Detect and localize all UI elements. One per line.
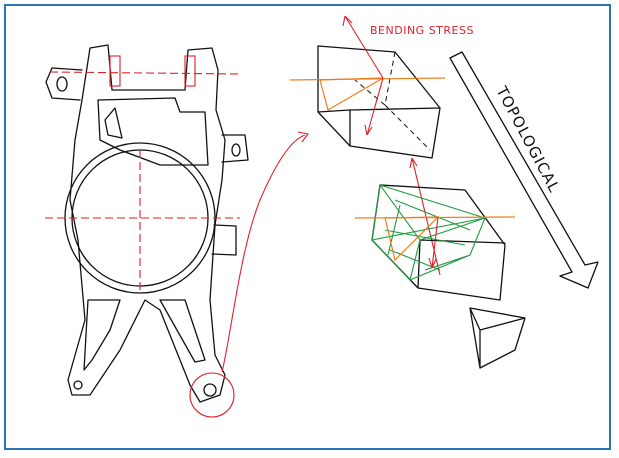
top-centerline [49, 71, 241, 75]
right-tab-hole [231, 143, 241, 157]
optimized-block-section [354, 183, 516, 301]
neutral-axis-top [289, 77, 446, 81]
right-foot-hole [203, 383, 217, 397]
inner-cutout [104, 107, 123, 139]
right-tab [221, 134, 249, 163]
callout-curve-arrow [221, 134, 306, 373]
upper-window [97, 97, 209, 166]
bending-stress-label: BENDING STRESS [370, 24, 474, 37]
stress-distribution-top [319, 77, 384, 111]
right-block [211, 224, 237, 256]
topological-arrow-shape [449, 51, 599, 289]
left-lug [45, 67, 83, 101]
bracket-outline [67, 44, 226, 403]
left-leg-cutout [83, 299, 121, 371]
wedge-shape [469, 307, 526, 369]
right-leg-cutout [159, 299, 206, 363]
bending-stress-arrows [342, 15, 384, 136]
left-hatched-section [109, 55, 121, 87]
block-outline [317, 45, 441, 159]
block-hidden-lines [354, 51, 431, 151]
topological-label: TOPOLOGICAL [492, 83, 564, 196]
right-hatched-section [184, 55, 196, 87]
lattice-structure [371, 183, 486, 282]
optimized-stress-arrow [428, 216, 439, 269]
topological-arrow: TOPOLOGICAL [449, 51, 599, 289]
callout-arrowhead [297, 131, 309, 143]
highlight-circle [189, 372, 235, 418]
left-lug-hole [56, 76, 68, 92]
bracket-part [45, 44, 309, 418]
neutral-axis-optimized [354, 216, 516, 219]
image-frame [4, 4, 611, 450]
solid-block-section: BENDING STRESS [289, 15, 474, 159]
optimization-arrow [409, 157, 441, 276]
left-foot-hole [73, 380, 83, 390]
